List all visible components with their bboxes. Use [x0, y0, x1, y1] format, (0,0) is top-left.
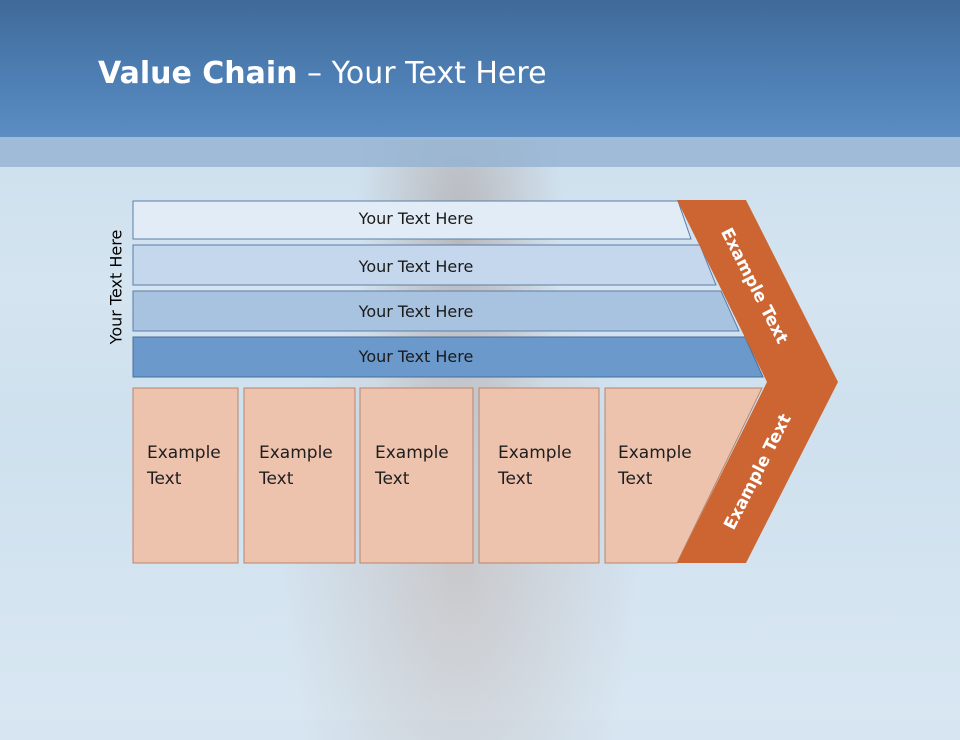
bar-1 — [132, 200, 692, 240]
bar-4-label: Your Text Here — [358, 347, 474, 366]
cell-3-label: Example Text — [375, 443, 449, 489]
bar-2-label: Your Text Here — [358, 257, 474, 276]
value-chain-diagram — [132, 200, 838, 564]
slide-title-rest: – Your Text Here — [297, 56, 547, 91]
cell-2 — [243, 387, 356, 564]
slide-title: Value Chain – Your Text Here — [98, 56, 547, 91]
cell-3 — [359, 387, 474, 564]
cell-4 — [478, 387, 600, 564]
bar-3 — [132, 290, 740, 332]
title-bar-band — [0, 137, 960, 167]
cell-1-label: Example Text — [147, 443, 221, 489]
cell-5-label: Example Text — [618, 443, 692, 489]
slide-title-bold: Value Chain — [98, 56, 298, 91]
bar-1-label: Your Text Here — [358, 209, 474, 228]
cell-1 — [132, 387, 239, 564]
cell-4-label: Example Text — [498, 443, 572, 489]
bar-2 — [132, 244, 717, 286]
cell-2-label: Example Text — [259, 443, 333, 489]
bar-3-label: Your Text Here — [358, 302, 474, 321]
title-bar — [0, 0, 960, 137]
chevron-arrow — [677, 200, 838, 563]
bar-4 — [132, 336, 764, 378]
